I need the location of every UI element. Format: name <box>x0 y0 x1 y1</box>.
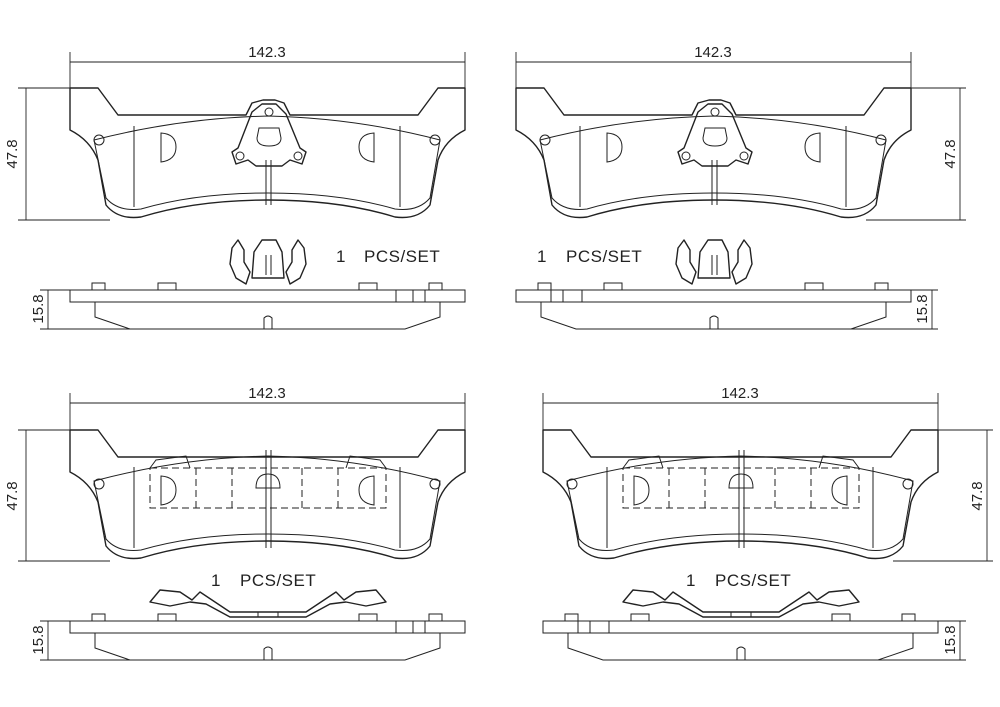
pad-side-view <box>515 282 912 330</box>
pad-view-1: 142.3 47.8 <box>4 44 466 330</box>
thickness-dimension: 15.8 <box>851 289 938 330</box>
height-label: 47.8 <box>4 481 21 510</box>
width-label: 142.3 <box>721 385 759 402</box>
pad-face-outline <box>69 87 466 219</box>
thickness-label: 15.8 <box>914 294 931 323</box>
width-label: 142.3 <box>248 44 286 61</box>
width-dimension: 142.3 <box>69 44 466 90</box>
pad-side-view <box>542 613 939 661</box>
quantity-unit: PCS/SET <box>715 571 791 590</box>
pad-view-3: 142.3 47.8 <box>4 385 466 661</box>
thickness-dimension: 15.8 <box>30 289 130 330</box>
height-dimension: 47.8 <box>866 87 966 221</box>
height-label: 47.8 <box>942 139 959 168</box>
width-dimension: 142.3 <box>542 385 939 430</box>
quantity-unit: PCS/SET <box>240 571 316 590</box>
quantity-number: 1 <box>211 571 221 590</box>
quantity-unit: PCS/SET <box>566 247 642 266</box>
thickness-dimension: 15.8 <box>30 620 130 661</box>
width-label: 142.3 <box>694 44 732 61</box>
quantity-unit: PCS/SET <box>364 247 440 266</box>
retaining-clip <box>229 239 307 285</box>
height-dimension: 47.8 <box>4 87 110 221</box>
pad-view-2: 142.3 47.8 <box>515 44 966 330</box>
pad-face-outline <box>542 429 939 560</box>
pad-face-outline <box>69 429 466 560</box>
retaining-spring <box>149 589 387 618</box>
height-dimension: 47.8 <box>893 429 993 562</box>
pad-face-outline <box>515 87 912 219</box>
retaining-clip <box>675 239 753 285</box>
thickness-label: 15.8 <box>942 625 959 654</box>
pad-side-view <box>69 613 466 661</box>
thickness-dimension: 15.8 <box>878 620 966 661</box>
pad-side-view <box>69 282 466 330</box>
retaining-spring <box>622 589 860 618</box>
height-label: 47.8 <box>4 139 21 168</box>
quantity-number: 1 <box>336 247 346 266</box>
width-dimension: 142.3 <box>515 44 912 90</box>
width-dimension: 142.3 <box>69 385 466 430</box>
width-label: 142.3 <box>248 385 286 402</box>
thickness-label: 15.8 <box>30 294 47 323</box>
quantity-number: 1 <box>537 247 547 266</box>
thickness-label: 15.8 <box>30 625 47 654</box>
height-dimension: 47.8 <box>4 429 110 562</box>
pad-view-4: 142.3 47.8 <box>542 385 993 661</box>
height-label: 47.8 <box>969 481 986 510</box>
quantity-number: 1 <box>686 571 696 590</box>
